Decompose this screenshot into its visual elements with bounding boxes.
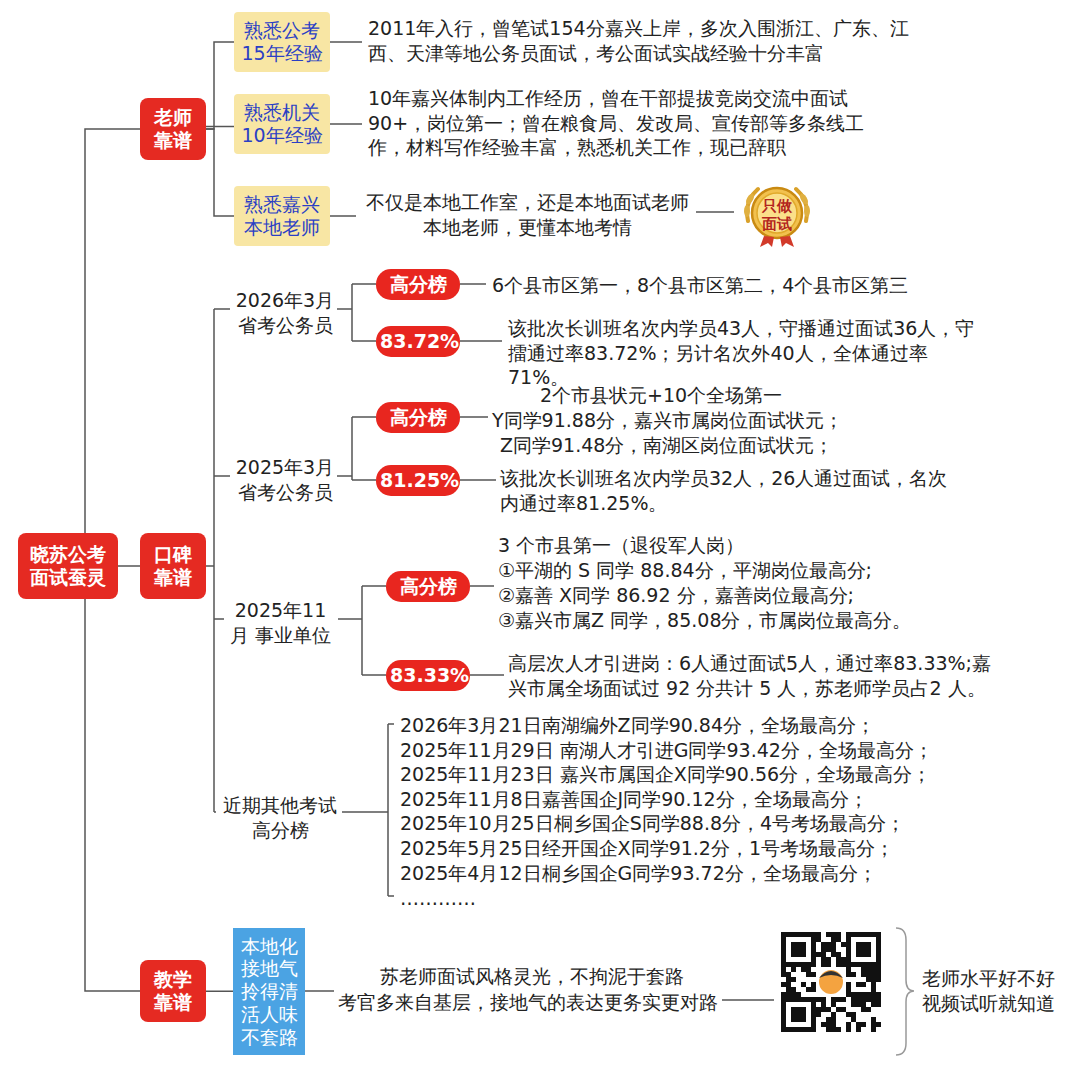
- note-text: 2025年11月29日 南湖人才引进G同学93.42分，全场最高分；: [400, 739, 933, 763]
- score-pill: 高分榜: [386, 571, 470, 602]
- note-text: 2025年3月 省考公务员: [235, 455, 335, 504]
- node-text: 口碑 靠谱: [148, 543, 198, 589]
- category-box: 晓苏公考 面试蚕灵: [18, 533, 118, 599]
- tree-connector: [85, 599, 140, 991]
- note-text: 高层次人才引进岗：6人通过面试5人，通过率83.33%;嘉兴市属全场面试过 92…: [508, 651, 998, 700]
- note-text: ②嘉善 X同学 86.92 分，嘉善岗位最高分;: [498, 583, 854, 608]
- node-text: 83.33%: [390, 664, 466, 687]
- qr-code: [778, 930, 884, 1034]
- tree-connector: [118, 565, 140, 567]
- note-text: 3 个市县第一（退役军人岗）: [498, 533, 744, 558]
- score-pill: 83.33%: [386, 660, 470, 691]
- node-text: 高分榜: [390, 575, 466, 598]
- leader-lines: [206, 42, 914, 1055]
- medal-badge: 只做 面试: [738, 181, 816, 249]
- node-text: 高分榜: [380, 406, 456, 429]
- note-text: 2025年4月12日桐乡国企G同学93.72分，全场最高分；: [400, 862, 877, 886]
- note-text: 2025年10月25日桐乡国企S同学88.8分，4号考场最高分；: [400, 812, 905, 836]
- note-text: 2025年11月 事业单位: [228, 598, 333, 647]
- note-text: 10年嘉兴体制内工作经历，曾在干部提拔竞岗交流中面试90+，岗位第一；曾在粮食局…: [368, 86, 873, 160]
- score-pill: 81.25%: [376, 465, 460, 496]
- node-text: 81.25%: [380, 469, 456, 492]
- note-text: ①平湖的 S 同学 88.84分，平湖岗位最高分;: [498, 558, 872, 583]
- note-text: 不仅是本地工作室，还是本地面试老师 本地老师，更懂本地考情: [360, 190, 695, 239]
- node-text: 晓苏公考 面试蚕灵: [26, 543, 110, 589]
- note-text: Z同学91.48分，南湖区岗位面试状元；: [500, 433, 833, 458]
- score-pill: 83.72%: [376, 326, 460, 357]
- node-text: 只做 面试: [759, 197, 795, 233]
- note-text: 老师水平好不好 视频试听就知道: [918, 966, 1058, 1015]
- note-text: 2011年入行，曾笔试154分嘉兴上岸，多次入围浙江、广东、江西、天津等地公务员…: [368, 16, 913, 65]
- tree-connector: [206, 129, 234, 216]
- node-text: 熟悉嘉兴 本地老师: [241, 193, 323, 239]
- tree-connector: [206, 42, 234, 129]
- node-text: 83.72%: [380, 330, 456, 353]
- node-text: 教学 靠谱: [148, 968, 198, 1014]
- keyword-box: 本地化 接地气 拎得清 活人味 不套路: [233, 928, 305, 1055]
- feature-box: 熟悉机关 10年经验: [234, 94, 330, 154]
- score-pill: 高分榜: [376, 402, 460, 433]
- note-text: 2025年11月23日 嘉兴市属国企X同学90.56分，全场最高分；: [400, 763, 931, 787]
- category-box: 老师 靠谱: [140, 98, 206, 160]
- note-text: 2026年3月21日南湖编外Z同学90.84分，全场最高分；: [400, 714, 875, 738]
- note-text: 苏老师面试风格灵光，不拘泥于套路: [380, 964, 684, 989]
- category-box: 口碑 靠谱: [140, 533, 206, 599]
- note-text: 2025年5月25日经开国企X同学91.2分，1号考场最高分；: [400, 837, 894, 861]
- node-text: 高分榜: [380, 273, 456, 296]
- note-text: 2个市县状元+10个全场第一: [540, 383, 782, 408]
- note-text: Y同学91.88分，嘉兴市属岗位面试状元；: [492, 408, 843, 433]
- tree-connector: [85, 129, 140, 533]
- tree-connector: [206, 991, 233, 993]
- note-text: 考官多来自基层，接地气的表达更务实更对路: [338, 990, 718, 1015]
- score-pill: 高分榜: [376, 269, 460, 300]
- feature-box: 熟悉公考 15年经验: [234, 12, 330, 72]
- note-text: 6个县市区第一，8个县市区第二，4个县市区第三: [492, 273, 908, 298]
- note-text: ③嘉兴市属Z 同学，85.08分，市属岗位最高分。: [498, 608, 911, 633]
- node-text: 熟悉公考 15年经验: [241, 19, 323, 65]
- note-text: …………: [400, 887, 476, 911]
- note-text: 该批次长训班名次内学员43人，守播通过面试36人，守擂通过率83.72%；另计名…: [508, 316, 978, 390]
- tree-connector: [206, 126, 234, 128]
- node-text: 老师 靠谱: [148, 106, 198, 152]
- feature-box: 熟悉嘉兴 本地老师: [234, 186, 330, 246]
- node-text: 本地化 接地气 拎得清 活人味 不套路: [239, 935, 299, 1049]
- category-box: 教学 靠谱: [140, 960, 206, 1022]
- note-text: 近期其他考试 高分榜: [220, 793, 340, 842]
- node-text: 熟悉机关 10年经验: [241, 101, 323, 147]
- note-text: 该批次长训班名次内学员32人，26人通过面试，名次内通过率81.25%。: [500, 466, 950, 515]
- note-text: 2026年3月 省考公务员: [235, 288, 335, 337]
- note-text: 2025年11月8日嘉善国企J同学90.12分，全场最高分；: [400, 788, 868, 812]
